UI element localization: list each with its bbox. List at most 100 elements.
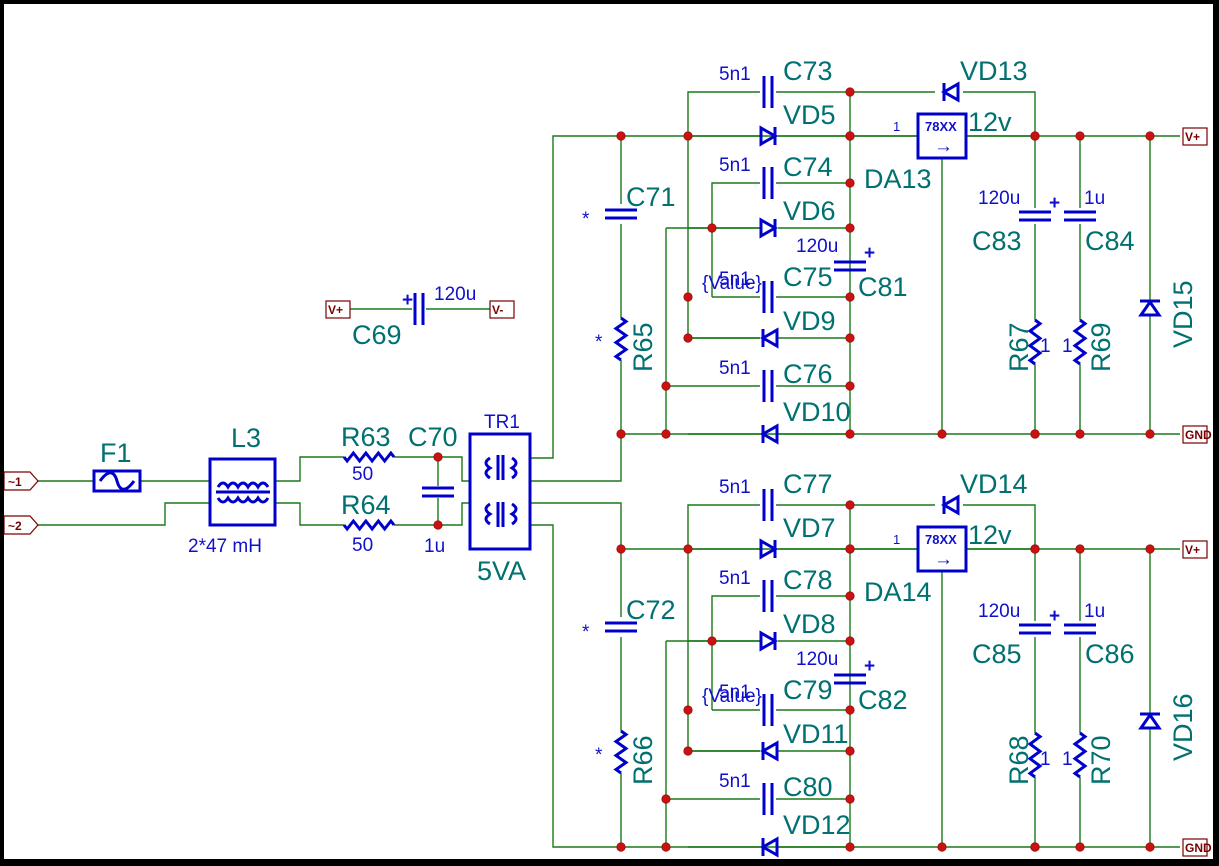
- input-port-label: ~1: [8, 475, 22, 489]
- resistor-R65: *R65: [595, 316, 658, 372]
- power-port-gnd: GND: [1182, 425, 1212, 444]
- junctions: [433, 87, 1155, 852]
- capacitor-ref: C84: [1085, 226, 1135, 256]
- resistor-value: 50: [352, 535, 373, 556]
- capacitor-value: 1u: [424, 536, 445, 557]
- capacitor-extra-label: {Value}: [702, 686, 762, 707]
- resistor-R70: 1 R70: [1062, 731, 1116, 785]
- diode-VD13: VD13: [940, 56, 1028, 103]
- wire: [963, 91, 1036, 136]
- diode-VD14: VD14: [940, 469, 1028, 516]
- junction-dot: [683, 746, 693, 756]
- diode-VD9: VD9: [759, 306, 836, 349]
- power-port-box: [1182, 127, 1208, 146]
- resistor-value: 1: [1062, 749, 1073, 770]
- fuse-F1: F1: [92, 438, 142, 493]
- junction-dot: [845, 333, 855, 343]
- diode-triangle: [759, 327, 779, 349]
- resistor-zigzag: [1027, 318, 1043, 366]
- diode-VD15: VD15: [1138, 280, 1198, 348]
- junction-dot: [661, 842, 671, 852]
- capacitor-value: 5n1: [719, 64, 751, 85]
- input-port-shape: [4, 471, 39, 491]
- diode-ref: VD6: [783, 196, 836, 226]
- wire: [963, 504, 1036, 549]
- regulator-value: 12v: [968, 520, 1012, 550]
- capacitor-ref: C86: [1085, 639, 1135, 669]
- resistor-zigzag: [1072, 318, 1088, 366]
- junction-dot: [707, 636, 717, 646]
- diode-VD5: VD5: [759, 100, 836, 147]
- polarity-mark: +: [864, 656, 875, 677]
- resistor-R66: * R66: [595, 729, 658, 785]
- wire: [275, 456, 344, 482]
- capacitor-C71: C71*: [582, 182, 676, 230]
- resistor-ref: R70: [1086, 735, 1116, 785]
- choke-winding: [216, 495, 270, 504]
- diode-VD8: VD8: [759, 609, 836, 652]
- junction-dot: [683, 131, 693, 141]
- junction-dot: [683, 333, 693, 343]
- diode-triangle: [940, 494, 960, 516]
- capacitor-ref: C75: [783, 262, 833, 292]
- capacitor-value: 120u: [796, 236, 838, 257]
- choke-ref: L3: [231, 423, 261, 453]
- wire: [38, 502, 210, 526]
- junction-dot: [661, 381, 671, 391]
- capacitor-ref: C81: [858, 272, 908, 302]
- wire: [530, 434, 622, 482]
- resistor-zigzag: [613, 729, 629, 775]
- junction-dot: [707, 223, 717, 233]
- diode-VD16: VD16: [1138, 693, 1198, 761]
- fuse-element: [98, 471, 136, 491]
- capacitor-value: 5n1: [719, 477, 751, 498]
- junction-dot: [683, 544, 693, 554]
- resistor-zigzag: [1027, 731, 1043, 779]
- power-port-vplus-out: V+: [1182, 540, 1208, 559]
- junction-dot: [683, 292, 693, 302]
- capacitor-ref: C69: [352, 320, 402, 350]
- junction-dot: [661, 794, 671, 804]
- regulator-ref: DA13: [864, 164, 932, 194]
- resistor-ref: R64: [341, 490, 391, 520]
- resistor-ref: R66: [628, 735, 658, 785]
- capacitor-value: 5n1: [719, 771, 751, 792]
- power-port-box: [1182, 540, 1208, 559]
- capacitor-C76: C76 5n1: [719, 358, 833, 402]
- resistor-value: 1: [1062, 336, 1073, 357]
- capacitor-ref: C76: [783, 359, 833, 389]
- capacitor-ref: C78: [783, 565, 833, 595]
- resistor-ref: R69: [1086, 322, 1116, 372]
- power-port-vminus-c69: V-: [489, 300, 515, 319]
- diode-triangle: [759, 423, 779, 445]
- diode-ref: VD16: [1168, 693, 1198, 761]
- resistor-ref: R68: [1004, 735, 1034, 785]
- resistor-value: *: [595, 745, 603, 766]
- capacitor-value: 5n1: [719, 358, 751, 379]
- regulator-ref: DA14: [864, 577, 932, 607]
- input-port-label: ~2: [8, 519, 22, 533]
- capacitor-value: 5n1: [719, 155, 751, 176]
- resistor-ref: R67: [1004, 322, 1034, 372]
- junction-dot: [845, 178, 855, 188]
- transformer-value: 5VA: [477, 556, 526, 586]
- regulator-value: 12v: [968, 107, 1012, 137]
- wire: [687, 91, 760, 136]
- junction-dot: [1145, 131, 1155, 141]
- diode-triangle: [759, 217, 779, 239]
- polarity-mark: +: [864, 243, 875, 264]
- choke-winding: [216, 481, 270, 490]
- diode-VD11: VD11: [759, 719, 849, 762]
- capacitor-extra-label: {Value}: [702, 273, 762, 294]
- junction-dot: [845, 746, 855, 756]
- regulator-pin: 1: [893, 119, 900, 134]
- power-port-gnd: GND: [1182, 838, 1212, 857]
